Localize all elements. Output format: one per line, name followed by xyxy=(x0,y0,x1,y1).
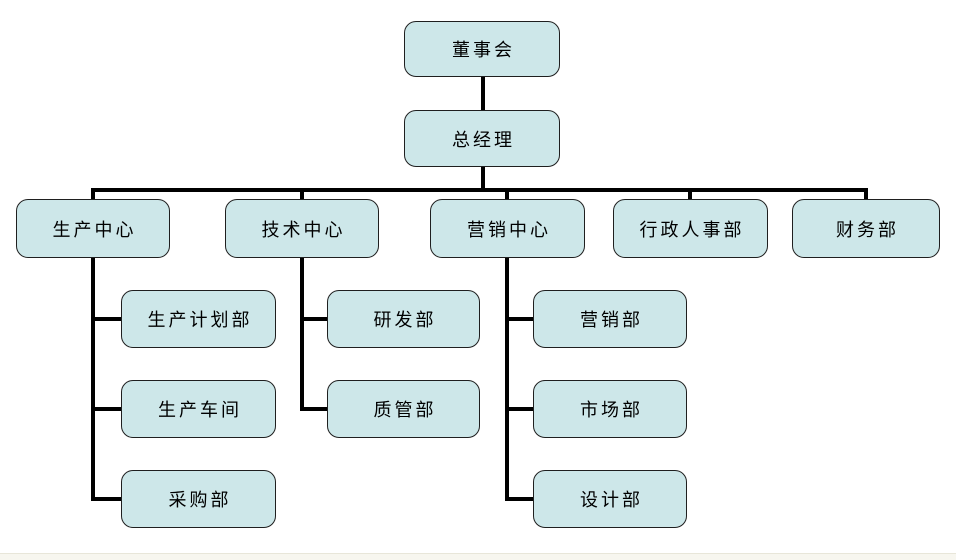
node-admin-hr-label: 行政人事部 xyxy=(639,219,745,241)
connector-stub-purchasing xyxy=(91,497,121,501)
node-finance[interactable]: 财务部 xyxy=(792,199,940,258)
connector-drop-admin-hr xyxy=(688,188,692,199)
footer-strip xyxy=(0,553,956,560)
node-marketing-center[interactable]: 营销中心 xyxy=(430,199,585,258)
node-board-label: 董事会 xyxy=(452,40,515,61)
node-production-workshop-label: 生产车间 xyxy=(158,400,242,421)
node-production-workshop[interactable]: 生产车间 xyxy=(121,380,276,438)
node-purchasing-label: 采购部 xyxy=(168,490,232,511)
connector-drop-production-center xyxy=(91,188,95,199)
connector-bus-horizontal xyxy=(91,188,868,192)
node-production-planning[interactable]: 生产计划部 xyxy=(121,290,276,348)
node-board[interactable]: 董事会 xyxy=(404,21,560,77)
node-technology-center[interactable]: 技术中心 xyxy=(225,199,379,258)
node-general-manager[interactable]: 总经理 xyxy=(404,110,560,167)
connector-stub-marketing-dept xyxy=(505,317,533,321)
node-marketing-dept[interactable]: 营销部 xyxy=(533,290,687,348)
node-market-dept[interactable]: 市场部 xyxy=(533,380,687,438)
connector-stub-production-planning xyxy=(91,317,121,321)
node-finance-label: 财务部 xyxy=(836,219,899,241)
node-design-dept[interactable]: 设计部 xyxy=(533,470,687,528)
node-admin-hr[interactable]: 行政人事部 xyxy=(613,199,768,258)
node-general-manager-label: 总经理 xyxy=(452,129,515,151)
connector-drop-marketing-center xyxy=(505,188,509,199)
connector-spine-technology xyxy=(300,258,304,411)
connector-gm-to-bus xyxy=(481,167,485,191)
node-production-center-label: 生产中心 xyxy=(52,219,137,241)
node-marketing-dept-label: 营销部 xyxy=(580,310,643,331)
connector-board-to-gm xyxy=(481,77,485,110)
connector-stub-quality xyxy=(300,407,327,411)
connector-drop-finance xyxy=(864,188,868,199)
connector-spine-marketing xyxy=(505,258,509,501)
node-quality[interactable]: 质管部 xyxy=(327,380,480,438)
connector-stub-market-dept xyxy=(505,407,533,411)
node-production-planning-label: 生产计划部 xyxy=(147,310,253,331)
connector-drop-technology-center xyxy=(300,188,304,199)
node-marketing-center-label: 营销中心 xyxy=(467,219,551,241)
node-quality-label: 质管部 xyxy=(373,400,437,421)
node-rnd[interactable]: 研发部 xyxy=(327,290,480,348)
connector-stub-production-workshop xyxy=(91,407,121,411)
node-market-dept-label: 市场部 xyxy=(580,400,643,421)
node-purchasing[interactable]: 采购部 xyxy=(121,470,276,528)
node-design-dept-label: 设计部 xyxy=(580,490,643,511)
node-rnd-label: 研发部 xyxy=(373,310,437,331)
connector-spine-production xyxy=(91,258,95,501)
connector-stub-design-dept xyxy=(505,497,533,501)
node-production-center[interactable]: 生产中心 xyxy=(16,199,170,258)
connector-stub-rnd xyxy=(300,317,327,321)
node-technology-center-label: 技术中心 xyxy=(261,219,346,241)
